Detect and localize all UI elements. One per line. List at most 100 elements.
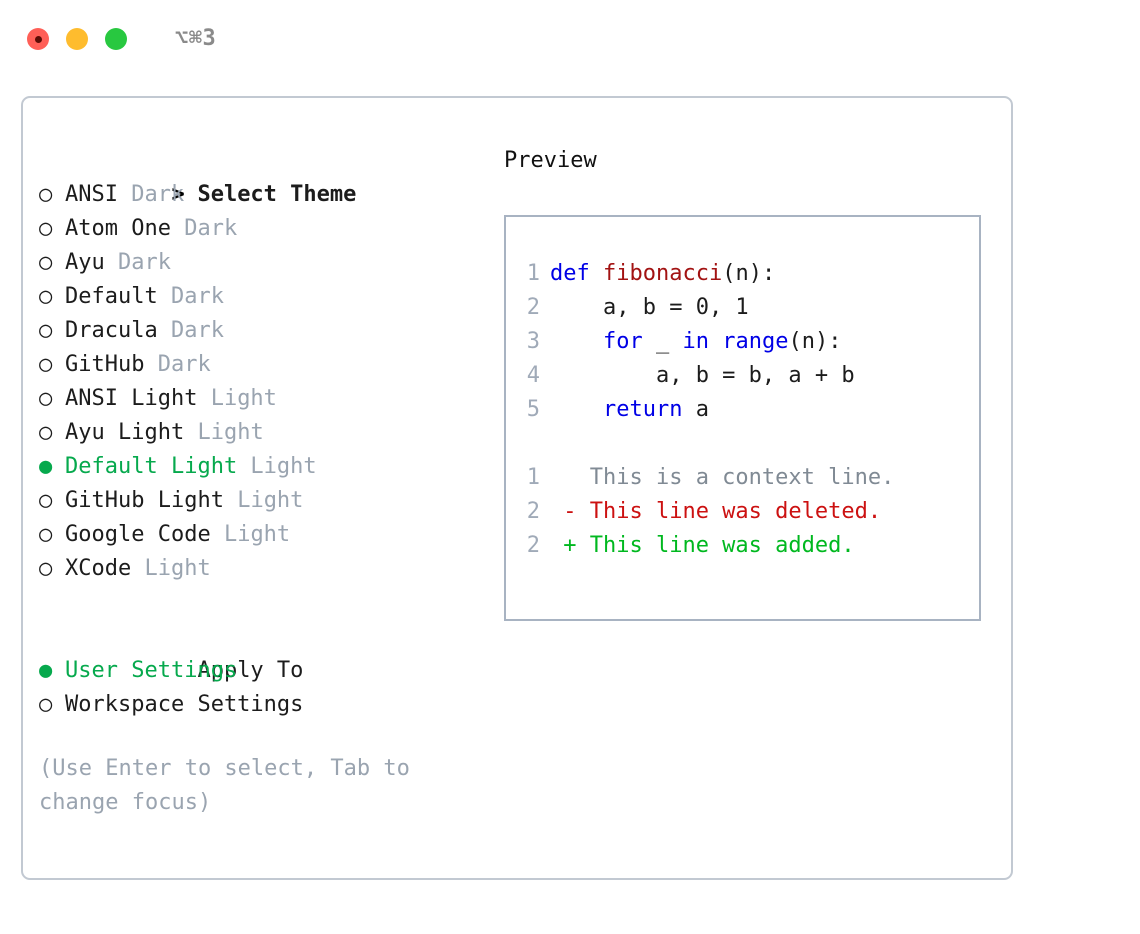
theme-name-label: GitHub Light bbox=[65, 488, 224, 513]
select-theme-title: Select Theme bbox=[197, 182, 357, 207]
select-theme-header: >Select Theme bbox=[39, 144, 499, 207]
theme-list-item[interactable]: ○Google Code Light bbox=[39, 518, 499, 552]
radio-unselected-icon: ○ bbox=[39, 250, 53, 275]
apply-to-item[interactable]: ●User Settings bbox=[39, 654, 499, 688]
code-token: + This line was added. bbox=[550, 533, 855, 558]
diff-line: 2 + This line was added. bbox=[516, 529, 979, 563]
theme-category-tag: Light bbox=[237, 454, 317, 479]
line-number: 5 bbox=[526, 397, 540, 422]
window-controls bbox=[27, 28, 127, 50]
code-token: a bbox=[682, 397, 709, 422]
radio-unselected-icon: ○ bbox=[39, 420, 53, 445]
theme-list-item[interactable]: ○ Atom One Dark bbox=[39, 212, 499, 246]
close-button-icon[interactable] bbox=[27, 28, 49, 50]
code-token: for bbox=[602, 329, 643, 354]
theme-list-item[interactable]: ○ GitHub Light Light bbox=[39, 484, 499, 518]
theme-list-item[interactable]: ○ANSI Dark bbox=[39, 178, 499, 212]
theme-list-item[interactable]: ○ Default Dark bbox=[39, 280, 499, 314]
diff-sample: 1 This is a context line. 2 - This line w… bbox=[516, 461, 979, 563]
theme-list-item[interactable]: ○ANSI Light Light bbox=[39, 382, 499, 416]
theme-list-item[interactable]: ● Default Light Light bbox=[39, 450, 499, 484]
theme-name-label: Google Code bbox=[65, 522, 211, 547]
diff-line: 1 This is a context line. bbox=[516, 461, 979, 495]
code-token: fibonacci bbox=[602, 261, 723, 286]
radio-unselected-icon: ○ bbox=[39, 692, 53, 717]
code-diff-gap bbox=[516, 427, 979, 461]
radio-unselected-icon: ○ bbox=[39, 318, 53, 343]
line-number: 2 bbox=[526, 295, 540, 320]
theme-name-label: Default bbox=[65, 284, 158, 309]
theme-name-label: Ayu Light bbox=[65, 420, 185, 445]
theme-list: ○ANSI Dark○Atom One Dark○Ayu Dark○Defaul… bbox=[39, 178, 499, 586]
theme-list-item[interactable]: ○ Dracula Dark bbox=[39, 314, 499, 348]
theme-category-tag: Dark bbox=[157, 318, 224, 343]
dialog-frame: >Select Theme ○ANSI Dark○Atom One Dark○A… bbox=[21, 96, 1013, 880]
code-line: 5 return a bbox=[516, 393, 979, 427]
code-line: 2 a, b = 0, 1 bbox=[516, 291, 979, 325]
theme-name-label: GitHub bbox=[65, 352, 145, 377]
theme-name-label: Atom One bbox=[65, 216, 171, 241]
line-number: 2 bbox=[526, 533, 540, 558]
apply-to-title: Apply To bbox=[197, 658, 304, 683]
code-token: return bbox=[602, 397, 683, 422]
code-token: a, b = 0, 1 bbox=[550, 295, 749, 320]
code-token: _ bbox=[642, 329, 683, 354]
keyboard-hint-text: (Use Enter to select, Tab to change focu… bbox=[39, 756, 424, 815]
radio-selected-icon: ● bbox=[39, 454, 53, 479]
theme-category-tag: Light bbox=[223, 488, 304, 513]
radio-unselected-icon: ○ bbox=[39, 182, 53, 207]
keyboard-shortcut-label: ⌥⌘3 bbox=[175, 26, 217, 51]
maximize-button-icon[interactable] bbox=[105, 28, 127, 50]
line-number: 4 bbox=[526, 363, 540, 388]
radio-selected-icon: ● bbox=[39, 658, 53, 683]
apply-to-label: Workspace Settings bbox=[65, 692, 304, 717]
theme-picker-panel: >Select Theme ○ANSI Dark○Atom One Dark○A… bbox=[39, 144, 499, 820]
theme-category-tag: Dark bbox=[104, 250, 171, 275]
radio-unselected-icon: ○ bbox=[39, 216, 53, 241]
radio-unselected-icon: ○ bbox=[39, 488, 53, 513]
theme-category-tag: Light bbox=[197, 386, 277, 411]
code-line: 4 a, b = b, a + b bbox=[516, 359, 979, 393]
theme-name-label: Ayu bbox=[65, 250, 105, 275]
theme-category-tag: Light bbox=[184, 420, 264, 445]
code-token bbox=[709, 329, 722, 354]
apply-to-list: ●User Settings ○ Workspace Settings bbox=[39, 654, 499, 722]
theme-list-item[interactable]: ○ Ayu Dark bbox=[39, 246, 499, 280]
line-number: 1 bbox=[526, 465, 540, 490]
radio-unselected-icon: ○ bbox=[39, 284, 53, 309]
theme-category-tag: Light bbox=[131, 556, 211, 581]
theme-category-tag: Light bbox=[210, 522, 291, 547]
line-number: 1 bbox=[526, 261, 540, 286]
theme-name-label: ANSI Light bbox=[65, 386, 198, 411]
code-token: a, b = b, a + b bbox=[550, 363, 855, 388]
theme-list-item[interactable]: ○ Ayu Light Light bbox=[39, 416, 499, 450]
theme-category-tag: Dark bbox=[144, 352, 211, 377]
minimize-button-icon[interactable] bbox=[66, 28, 88, 50]
code-line: 3 for _ in range(n): bbox=[516, 325, 979, 359]
code-token: range bbox=[722, 329, 789, 354]
theme-list-item[interactable]: ○XCode Light bbox=[39, 552, 499, 586]
code-token: (n): bbox=[722, 261, 776, 286]
theme-category-tag: Dark bbox=[157, 284, 224, 309]
code-token: This is a context line. bbox=[550, 465, 895, 490]
theme-list-item[interactable]: ○GitHub Dark bbox=[39, 348, 499, 382]
code-token: (n): bbox=[788, 329, 842, 354]
theme-category-tag: Dark bbox=[117, 182, 185, 207]
theme-name-label: Dracula bbox=[65, 318, 158, 343]
apply-to-header: Apply To bbox=[39, 620, 499, 683]
code-token bbox=[550, 329, 603, 354]
code-token: - This line was deleted. bbox=[550, 499, 882, 524]
code-token bbox=[550, 397, 603, 422]
preview-title: Preview bbox=[504, 148, 597, 173]
code-token: def bbox=[550, 261, 603, 286]
list-spacer bbox=[39, 586, 499, 620]
apply-to-item[interactable]: ○ Workspace Settings bbox=[39, 688, 499, 722]
code-token: in bbox=[682, 329, 709, 354]
code-line: 1 def fibonacci(n): bbox=[516, 257, 979, 291]
theme-category-tag: Dark bbox=[170, 216, 238, 241]
theme-name-label: Default Light bbox=[65, 454, 238, 479]
